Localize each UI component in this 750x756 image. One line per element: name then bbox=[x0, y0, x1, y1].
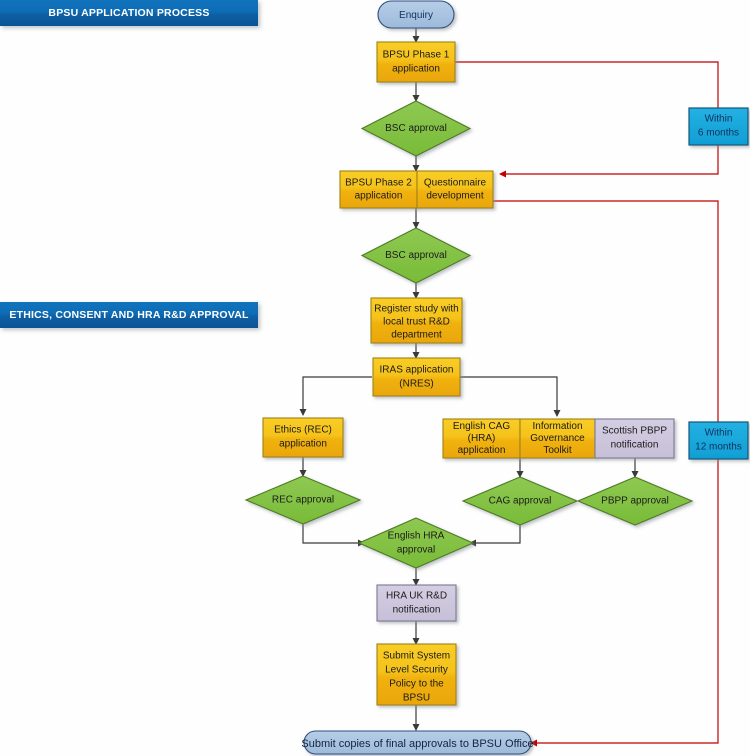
node-english-hra-approval-line2: approval bbox=[397, 545, 435, 556]
node-within-6-months-line2: 6 months bbox=[698, 128, 739, 139]
node-submit-copies-terminal-shape[interactable] bbox=[303, 730, 532, 755]
node-ethics-rec-application[interactable]: Ethics (REC) application bbox=[262, 417, 344, 458]
node-english-hra-approval-line1: English HRA bbox=[388, 531, 445, 542]
node-register-study-shape[interactable] bbox=[370, 297, 463, 344]
node-bpsu-phase-2-shape[interactable] bbox=[339, 170, 418, 209]
node-bsc-approval-2-label: BSC approval bbox=[385, 250, 447, 261]
node-bsc-approval-2-shape[interactable] bbox=[360, 227, 472, 284]
node-questionnaire-development-shape[interactable] bbox=[416, 170, 494, 209]
node-rec-approval-label: REC approval bbox=[272, 495, 334, 506]
node-ethics-rec-application-line2: application bbox=[279, 439, 327, 450]
node-within-12-months[interactable]: Within 12 months bbox=[688, 421, 749, 460]
node-scottish-pbpp-notification-line2: notification bbox=[611, 440, 659, 451]
node-pbpp-approval-shape[interactable] bbox=[576, 476, 694, 526]
node-cag-approval-shape[interactable] bbox=[461, 476, 579, 526]
node-bpsu-phase-1-line1: BPSU Phase 1 bbox=[383, 50, 450, 61]
node-bpsu-phase-1-line2: application bbox=[392, 64, 440, 75]
node-information-governance-toolkit-line2: Governance bbox=[530, 433, 585, 444]
edge-iras-to-ethics bbox=[299, 376, 372, 417]
node-information-governance-toolkit-line1: Information bbox=[532, 421, 582, 432]
node-cag-approval[interactable]: CAG approval bbox=[461, 476, 579, 526]
node-english-cag-application-line2: (HRA) bbox=[468, 433, 496, 444]
node-rec-approval[interactable]: REC approval bbox=[244, 475, 362, 525]
node-english-cag-application-shape[interactable] bbox=[442, 418, 521, 459]
node-scottish-pbpp-notification-line1: Scottish PBPP bbox=[602, 426, 667, 437]
edges-red bbox=[455, 61, 719, 747]
node-bsc-approval-2[interactable]: BSC approval bbox=[360, 227, 472, 284]
node-enquiry-shape[interactable] bbox=[377, 0, 455, 29]
node-within-6-months-shape[interactable] bbox=[688, 107, 749, 146]
node-within-12-months-line2: 12 months bbox=[695, 442, 742, 453]
node-register-study-line2: local trust R&D bbox=[383, 317, 450, 328]
node-english-cag-application[interactable]: English CAG (HRA) application bbox=[442, 418, 521, 459]
node-information-governance-toolkit-line3: Toolkit bbox=[543, 445, 572, 456]
node-hra-uk-rd-notification-line2: notification bbox=[393, 605, 441, 616]
node-scottish-pbpp-notification[interactable]: Scottish PBPP notification bbox=[594, 418, 675, 459]
node-submit-copies-terminal-label: Submit copies of final approvals to BPSU… bbox=[301, 738, 533, 750]
node-bpsu-phase-1[interactable]: BPSU Phase 1 application bbox=[376, 41, 456, 83]
node-submit-system-level-security-policy-shape[interactable] bbox=[376, 643, 457, 706]
node-ethics-rec-application-shape[interactable] bbox=[262, 417, 344, 458]
node-english-cag-application-line1: English CAG bbox=[453, 421, 510, 432]
node-register-study-line1: Register study with bbox=[374, 304, 458, 315]
node-slsp-line4: BPSU bbox=[403, 693, 430, 704]
node-enquiry-label: Enquiry bbox=[399, 10, 433, 21]
node-information-governance-toolkit[interactable]: Information Governance Toolkit bbox=[519, 418, 596, 459]
node-enquiry[interactable]: Enquiry bbox=[377, 0, 455, 29]
node-bsc-approval-1-shape[interactable] bbox=[360, 100, 472, 157]
node-questionnaire-development-line1: Questionnaire bbox=[424, 178, 487, 189]
edges-black bbox=[299, 28, 639, 732]
node-iras-application-line1: IRAS application bbox=[380, 365, 454, 376]
node-english-cag-application-line3: application bbox=[458, 445, 506, 456]
edge-red-questionnaire-to-submit-via-12months bbox=[493, 200, 719, 747]
node-ethics-rec-application-line1: Ethics (REC) bbox=[274, 425, 332, 436]
node-english-hra-approval[interactable]: English HRA approval bbox=[357, 517, 475, 569]
edge-red-phase1-to-questionnaire-via-6months bbox=[455, 61, 719, 178]
node-register-study[interactable]: Register study with local trust R&D depa… bbox=[370, 297, 463, 344]
node-rec-approval-shape[interactable] bbox=[244, 475, 362, 525]
node-iras-application-shape[interactable] bbox=[372, 357, 461, 397]
node-within-12-months-shape[interactable] bbox=[688, 421, 749, 460]
edge-iras-to-igt bbox=[460, 376, 561, 418]
node-submit-system-level-security-policy[interactable]: Submit System Level Security Policy to t… bbox=[376, 643, 457, 706]
node-slsp-line2: Level Security bbox=[385, 665, 448, 676]
section-banner-bpsu-application-process: BPSU APPLICATION PROCESS bbox=[0, 0, 258, 26]
node-bsc-approval-1-label: BSC approval bbox=[385, 123, 447, 134]
node-slsp-line3: Policy to the bbox=[389, 679, 444, 690]
node-scottish-pbpp-notification-shape[interactable] bbox=[594, 418, 675, 459]
node-cag-approval-label: CAG approval bbox=[489, 496, 552, 507]
node-within-6-months-line1: Within bbox=[705, 114, 733, 125]
node-submit-copies-terminal[interactable]: Submit copies of final approvals to BPSU… bbox=[301, 730, 534, 755]
section-banner-ethics-consent-hra: ETHICS, CONSENT AND HRA R&D APPROVAL bbox=[0, 302, 258, 328]
edge-rec-approval-to-hra bbox=[302, 524, 366, 547]
node-pbpp-approval-label: PBPP approval bbox=[601, 496, 669, 507]
node-hra-uk-rd-notification[interactable]: HRA UK R&D notification bbox=[376, 584, 457, 622]
node-hra-uk-rd-notification-shape[interactable] bbox=[376, 584, 457, 622]
node-hra-uk-rd-notification-line1: HRA UK R&D bbox=[386, 591, 447, 602]
node-iras-application[interactable]: IRAS application (NRES) bbox=[372, 357, 461, 397]
node-bsc-approval-1[interactable]: BSC approval bbox=[360, 100, 472, 157]
node-bpsu-phase-2[interactable]: BPSU Phase 2 application bbox=[339, 170, 418, 209]
node-iras-application-line2: (NRES) bbox=[399, 379, 433, 390]
node-slsp-line1: Submit System bbox=[383, 651, 450, 662]
node-bpsu-phase-2-line2: application bbox=[355, 191, 403, 202]
edge-cag-approval-to-hra bbox=[468, 525, 521, 547]
node-questionnaire-development[interactable]: Questionnaire development bbox=[416, 170, 494, 209]
node-bpsu-phase-2-line1: BPSU Phase 2 bbox=[345, 178, 412, 189]
node-questionnaire-development-line2: development bbox=[426, 191, 483, 202]
node-english-hra-approval-shape[interactable] bbox=[357, 517, 475, 569]
node-within-12-months-line1: Within bbox=[705, 428, 733, 439]
node-pbpp-approval[interactable]: PBPP approval bbox=[576, 476, 694, 526]
node-register-study-line3: department bbox=[391, 330, 442, 341]
node-within-6-months[interactable]: Within 6 months bbox=[688, 107, 749, 146]
node-bpsu-phase-1-shape[interactable] bbox=[376, 41, 456, 83]
